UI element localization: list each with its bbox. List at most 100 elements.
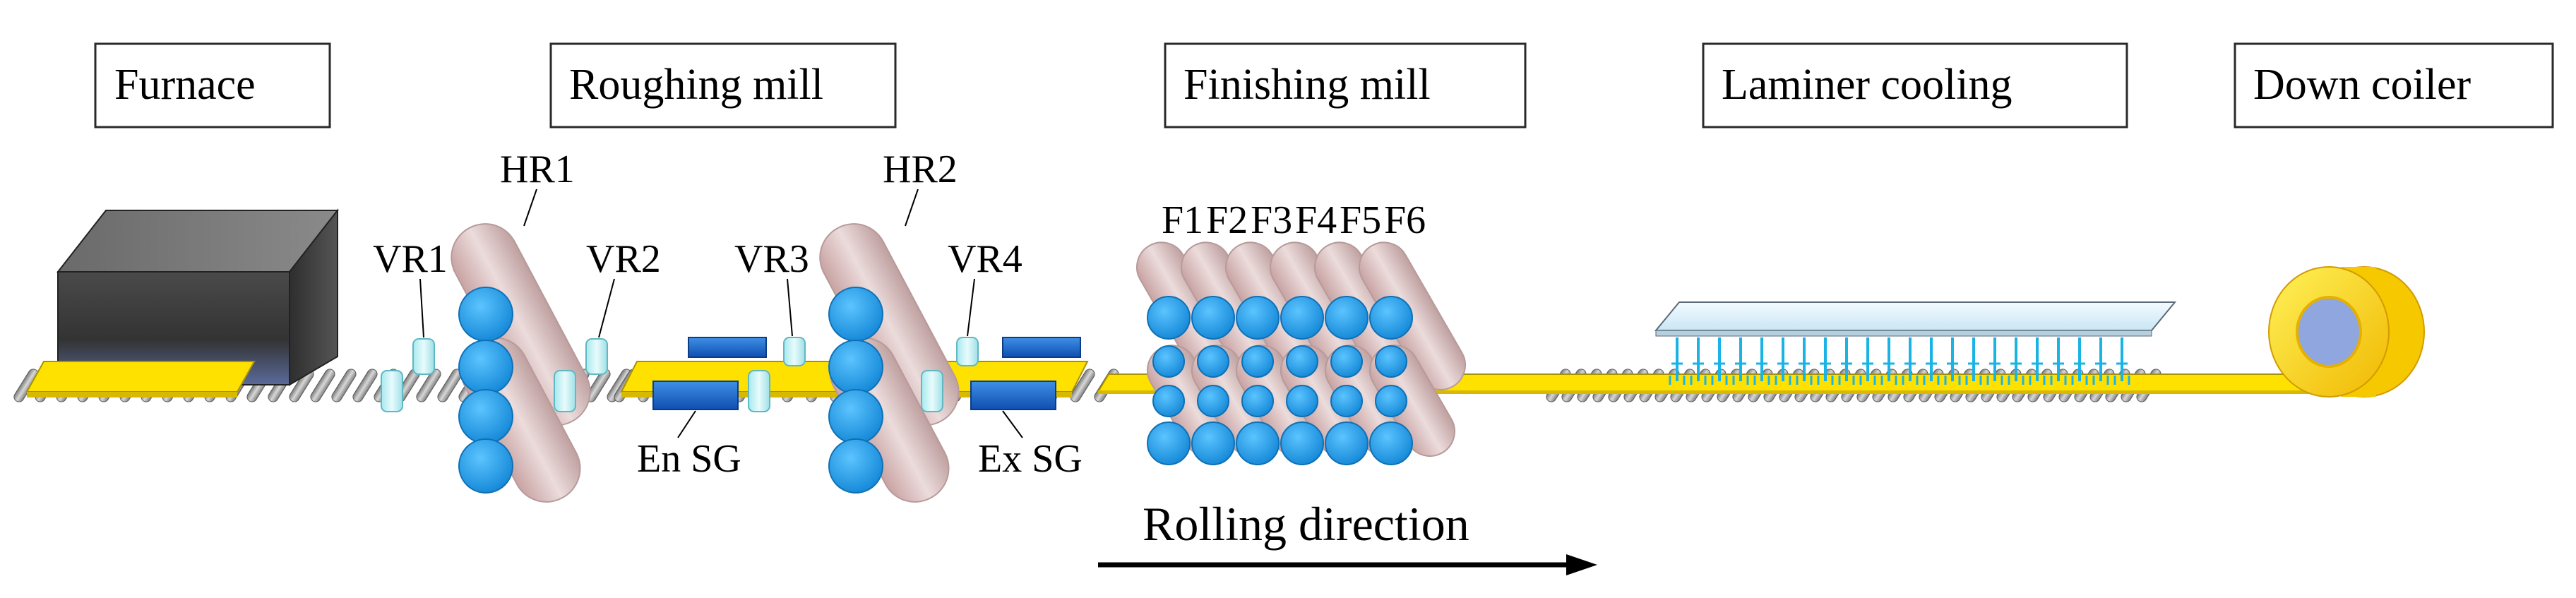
hr2-roll-2 (828, 340, 883, 395)
finishing-roll (1241, 385, 1274, 417)
finishing-roll (1325, 296, 1368, 340)
finishing-roll (1152, 385, 1185, 417)
laminar-cooling-unit (1654, 301, 2177, 385)
spray-header (1880, 337, 1897, 385)
stage-label-down-coiler: Down coiler (2234, 42, 2554, 128)
spray-header (1753, 337, 1770, 385)
spray-header (1902, 337, 1919, 385)
finishing-roll (1369, 421, 1413, 465)
conveyor-roller (310, 369, 335, 402)
spray-header (1711, 337, 1728, 385)
hr2-roll-1 (828, 287, 883, 342)
finishing-stand-label: F4 (1295, 198, 1337, 242)
spray-header (1944, 337, 1961, 385)
down-coiler-label: Down coiler (2253, 61, 2471, 109)
spray-header (1838, 337, 1855, 385)
hr2-roll-4 (828, 438, 883, 494)
spray-header (2092, 337, 2109, 385)
vr4-rollers: VR4 (921, 237, 1022, 412)
stage-label-roughing-mill: Roughing mill (549, 42, 897, 128)
finishing-roll (1236, 296, 1280, 340)
hr2-roll-3 (828, 389, 883, 444)
exit-side-guide: Ex SG (970, 337, 1083, 481)
spray-header (1796, 337, 1813, 385)
conveyor-roller (352, 369, 378, 402)
laminer-cooling-label: Laminer cooling (1722, 61, 2012, 109)
vr3-rollers: VR3 (734, 237, 809, 412)
spray-header (1775, 337, 1791, 385)
vr3-label: VR3 (734, 237, 809, 281)
spray-header (1732, 337, 1749, 385)
hr1-label: HR1 (500, 148, 575, 191)
finishing-roll (1280, 296, 1324, 340)
en-sg-label: En SG (637, 437, 741, 481)
finishing-stand-label: F6 (1384, 198, 1426, 242)
stage-label-laminer-cooling: Laminer cooling (1702, 42, 2128, 128)
hr2-label: HR2 (883, 148, 958, 191)
vr1-rollers: VR1 (373, 237, 448, 412)
furnace-box (56, 208, 340, 386)
hr2-stand: HR2 (819, 148, 960, 503)
finishing-roll (1286, 345, 1318, 378)
finishing-stand-label: F2 (1206, 198, 1248, 242)
conveyor-roller (331, 369, 357, 402)
hr1-stand: HR1 (451, 148, 591, 503)
finishing-roll (1375, 385, 1407, 417)
vr1-label: VR1 (373, 237, 448, 281)
entry-side-guide: En SG (637, 337, 767, 481)
finishing-roll (1197, 345, 1229, 378)
finishing-roll (1197, 385, 1229, 417)
spray-header (1859, 337, 1876, 385)
stage-label-finishing-mill: Finishing mill (1164, 42, 1527, 128)
finishing-stand-f6: F6 (1359, 198, 1466, 465)
vr2-rollers: VR2 (554, 237, 661, 412)
rolling-direction-indicator: Rolling direction (1098, 497, 1597, 575)
vr2-label: VR2 (586, 237, 661, 281)
conveyor-roller (416, 369, 441, 402)
spray-header (2113, 337, 2130, 385)
finishing-stand-label: F5 (1340, 198, 1381, 242)
stage-label-furnace: Furnace (94, 42, 331, 128)
spray-header (1923, 337, 1940, 385)
ex-sg-label: Ex SG (978, 437, 1083, 481)
hr1-roll-1 (458, 287, 513, 342)
hr1-roll-3 (458, 389, 513, 444)
cooling-water-sprays (1669, 337, 2130, 385)
spray-header (2071, 337, 2088, 385)
finishing-roll (1191, 421, 1235, 465)
finishing-roll (1147, 421, 1191, 465)
hr1-roll-4 (458, 438, 513, 494)
arrow-head-icon (1566, 554, 1597, 575)
finishing-roll (1330, 345, 1363, 378)
finishing-roll (1325, 421, 1368, 465)
furnace-label: Furnace (114, 61, 256, 109)
strip-slab-furnace (25, 361, 256, 397)
spray-header (2029, 337, 2046, 385)
finishing-roll (1191, 296, 1235, 340)
spray-header (1986, 337, 2003, 385)
down-coiler (2268, 266, 2425, 397)
finishing-roll (1280, 421, 1324, 465)
finishing-roll (1241, 345, 1274, 378)
finishing-roll (1152, 345, 1185, 378)
finishing-stand-label: F1 (1162, 198, 1203, 242)
spray-header (1690, 337, 1707, 385)
rolling-direction-label: Rolling direction (1143, 497, 1469, 551)
finishing-roll (1286, 385, 1318, 417)
spray-header (2008, 337, 2025, 385)
roughing-mill-label: Roughing mill (569, 61, 823, 109)
finishing-roll (1330, 385, 1363, 417)
hr1-roll-2 (458, 340, 513, 395)
finishing-mill-label: Finishing mill (1183, 61, 1431, 109)
finishing-roll (1369, 296, 1413, 340)
finishing-stand-label: F3 (1251, 198, 1292, 242)
spray-header (1669, 337, 1686, 385)
spray-header (2050, 337, 2067, 385)
spray-header (1817, 337, 1834, 385)
spray-header (1965, 337, 1982, 385)
finishing-roll (1236, 421, 1280, 465)
conveyor-roller (1070, 369, 1095, 402)
vr4-label: VR4 (948, 237, 1022, 281)
